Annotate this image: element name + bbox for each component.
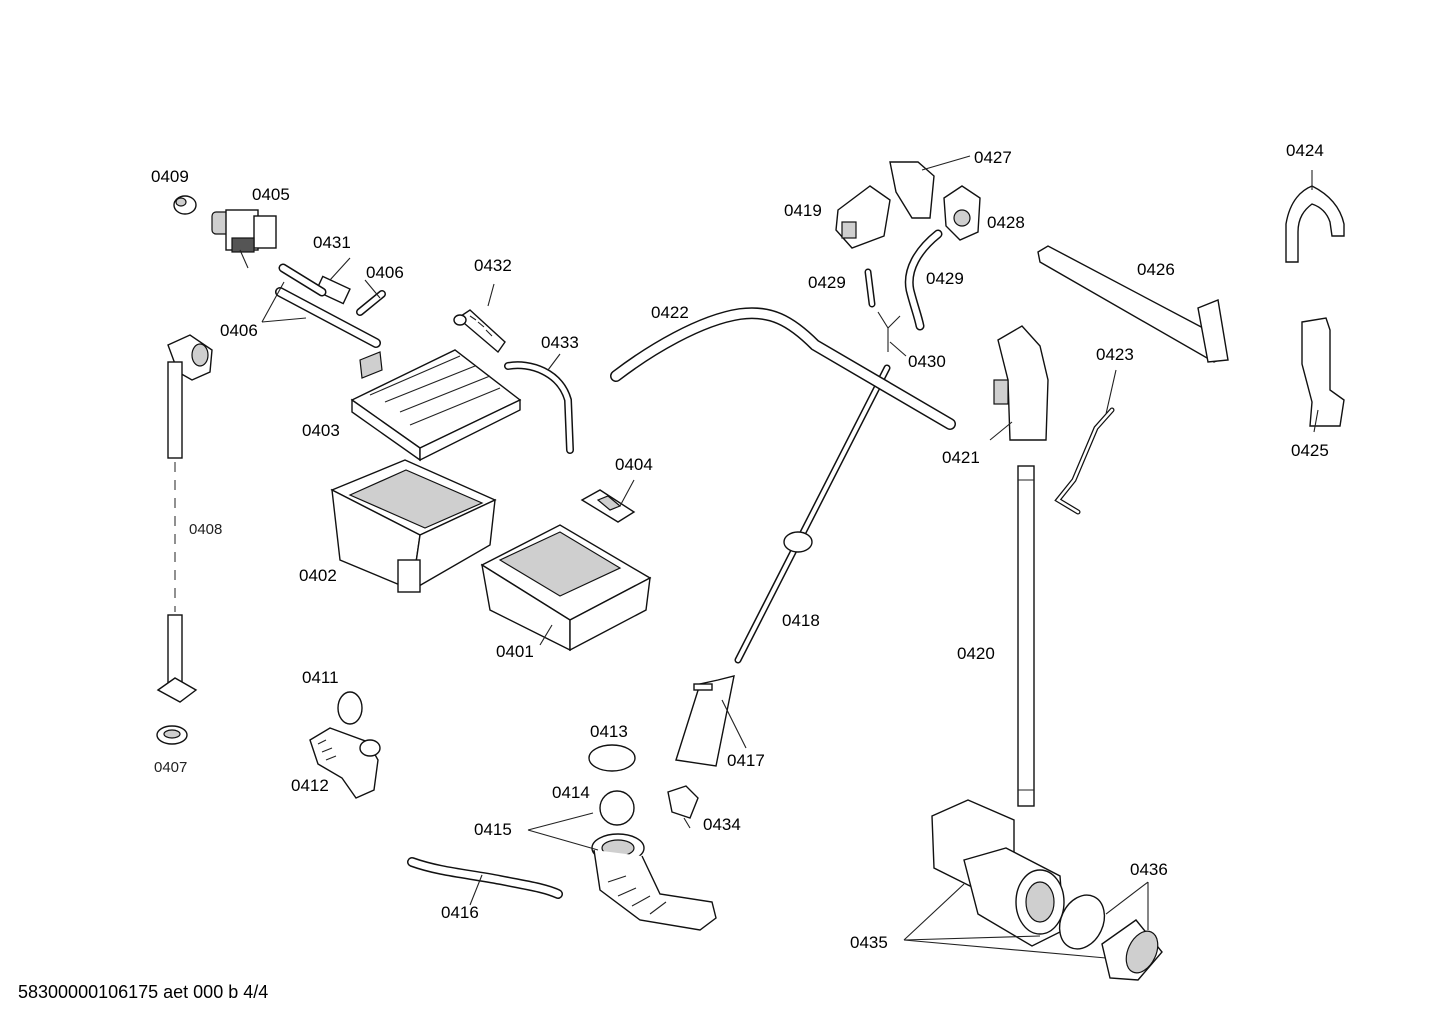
- label-0436: 0436: [1130, 860, 1168, 879]
- label-0435: 0435: [850, 933, 888, 952]
- label-0407: 0407: [154, 759, 188, 776]
- part-0417-sensor: [675, 675, 747, 767]
- part-0435-drain-pump: [903, 799, 1107, 959]
- part-0422-hose: [610, 307, 956, 430]
- part-0421-air-trap: [989, 325, 1049, 441]
- label-0431: 0431: [313, 233, 351, 252]
- part-0416-hose: [407, 857, 563, 906]
- part-0419-pressure-switch: [835, 185, 891, 249]
- part-0415-sump-hose: [527, 812, 717, 931]
- part-0428-sensor: [943, 185, 981, 241]
- label-0419: 0419: [784, 201, 822, 220]
- label-0401: 0401: [496, 642, 534, 661]
- document-id-footer: 58300000106175 aet 000 b 4/4: [18, 982, 269, 1002]
- label-0421: 0421: [942, 448, 980, 467]
- label-0414: 0414: [552, 783, 590, 802]
- label-0422: 0422: [651, 303, 689, 322]
- label-0406-lower: 0406: [220, 321, 258, 340]
- part-0404-siphon-cap: [580, 479, 636, 523]
- label-0408: 0408: [189, 521, 223, 538]
- part-0408-hose: [156, 334, 213, 703]
- part-0418-tube: [734, 364, 891, 664]
- label-0403: 0403: [302, 421, 340, 440]
- part-0431-connector: [315, 257, 351, 305]
- part-0406-hoses: [261, 263, 386, 348]
- part-0420-hose: [1017, 465, 1035, 807]
- label-0404: 0404: [615, 455, 653, 474]
- label-0420: 0420: [957, 644, 995, 663]
- part-0429-hoses: [864, 229, 943, 331]
- label-0428: 0428: [987, 213, 1025, 232]
- part-0427-bracket: [889, 155, 971, 219]
- label-0418: 0418: [782, 611, 820, 630]
- part-0425-bracket: [1301, 317, 1345, 433]
- part-0423-rod: [1054, 369, 1117, 515]
- part-0403-dispenser-top: [350, 349, 522, 462]
- label-0415: 0415: [474, 820, 512, 839]
- label-0430: 0430: [908, 352, 946, 371]
- part-0436-filter: [1058, 881, 1163, 981]
- part-0426-rail: [1037, 245, 1229, 363]
- part-0424-bracket: [1285, 170, 1345, 263]
- label-0425: 0425: [1291, 441, 1329, 460]
- part-0405-inlet-valve: [211, 209, 277, 269]
- label-0416: 0416: [441, 903, 479, 922]
- part-0407-seal: [156, 725, 188, 745]
- part-0434-clip: [667, 785, 699, 829]
- label-0409: 0409: [151, 167, 189, 186]
- part-0433-hose: [504, 353, 574, 454]
- label-0405: 0405: [252, 185, 290, 204]
- label-0429-right: 0429: [926, 269, 964, 288]
- label-0429-left: 0429: [808, 273, 846, 292]
- part-0411-oring: [337, 691, 363, 725]
- label-0402: 0402: [299, 566, 337, 585]
- label-0427: 0427: [974, 148, 1012, 167]
- label-0434: 0434: [703, 815, 741, 834]
- label-0424: 0424: [1286, 141, 1324, 160]
- label-0433: 0433: [541, 333, 579, 352]
- part-0409-cap: [173, 195, 197, 215]
- label-0432: 0432: [474, 256, 512, 275]
- part-0401-detergent-drawer: [480, 524, 652, 652]
- label-0412: 0412: [291, 776, 329, 795]
- label-0426: 0426: [1137, 260, 1175, 279]
- part-0414-ball: [599, 790, 635, 826]
- part-0430-t-piece: [877, 311, 907, 357]
- label-0413: 0413: [590, 722, 628, 741]
- label-0411: 0411: [302, 668, 339, 687]
- part-0432-bellows: [453, 283, 506, 354]
- label-0406-upper: 0406: [366, 263, 404, 282]
- part-0412-elbow: [309, 727, 381, 799]
- part-0402-drawer-housing: [330, 459, 497, 593]
- label-0423: 0423: [1096, 345, 1134, 364]
- part-0413-ring: [588, 744, 636, 772]
- label-0417: 0417: [727, 751, 765, 770]
